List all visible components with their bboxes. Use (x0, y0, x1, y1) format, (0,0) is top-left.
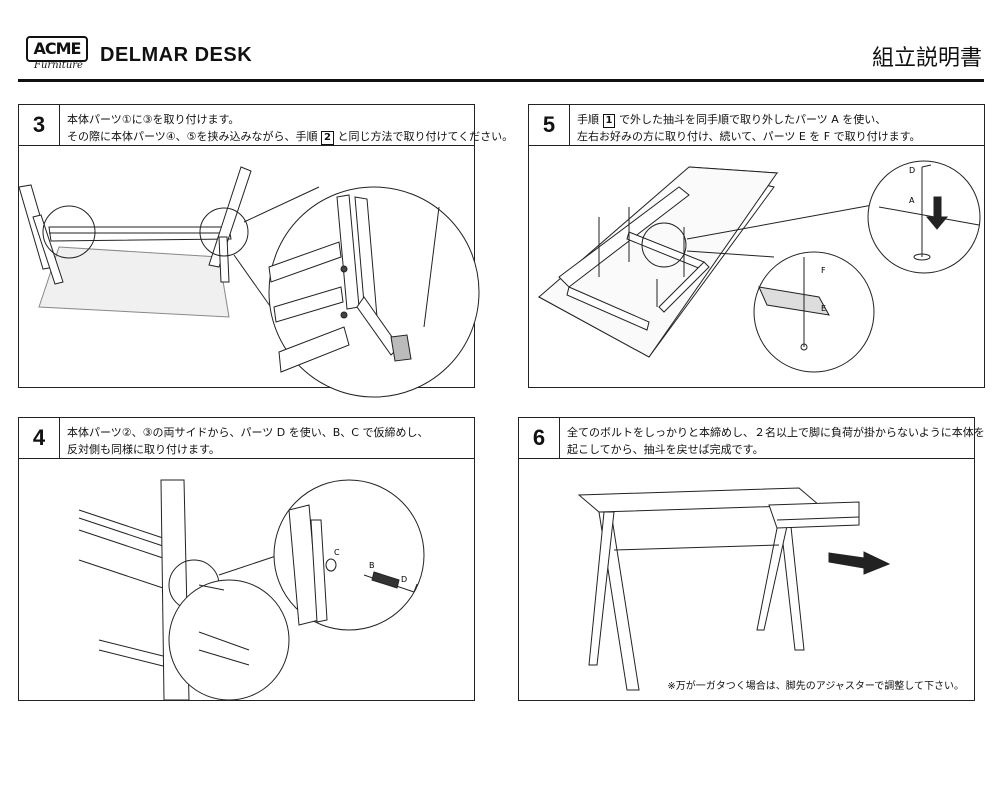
label-b: B (369, 561, 375, 570)
label-c: C (334, 548, 340, 557)
step-5-panel: 5 手順 1 で外した抽斗を同手順で取り外したパーツ A を使い、 左右お好みの… (528, 104, 985, 388)
step-5-number: 5 (529, 105, 570, 146)
step-4-number: 4 (19, 418, 60, 459)
step-6-illustration (519, 460, 974, 700)
label-a: A (909, 196, 915, 205)
step-ref-box: 1 (602, 114, 616, 128)
label-f: F (821, 266, 826, 275)
step-5-line2: 左右お好みの方に取り付け、続いて、パーツ E を F で取り付けます。 (577, 130, 921, 143)
adjuster-note: ※万が一ガタつく場合は、脚先のアジャスターで調整して下さい。 (667, 681, 964, 692)
step-3-line2: その際に本体パーツ④、⑤を挟み込みながら、手順 2 と同じ方法で取り付けてくださ… (67, 128, 513, 145)
step-6-line1: 全てのボルトをしっかりと本締めし、２名以上で脚に負荷が掛からないように本体を (567, 426, 985, 439)
step-5-text: 手順 1 で外した抽斗を同手順で取り外したパーツ A を使い、 左右お好みの方に… (577, 111, 921, 145)
step-4-panel: 4 本体パーツ②、③の両サイドから、パーツ D を使い、B、C で仮締めし、 反… (18, 417, 475, 701)
step-4-line2: 反対側も同様に取り付けます。 (67, 443, 220, 456)
label-d: D (401, 575, 407, 584)
step-6-number: 6 (519, 418, 560, 459)
step-3-text: 本体パーツ①に③を取り付けます。 その際に本体パーツ④、⑤を挟み込みながら、手順… (67, 111, 513, 145)
acme-logo: ACME Furniture (26, 36, 88, 76)
step-3-panel: 3 本体パーツ①に③を取り付けます。 その際に本体パーツ④、⑤を挟み込みながら、… (18, 104, 513, 388)
step-5-illustration: D A F E (529, 147, 984, 387)
step-ref-box: 2 (321, 131, 334, 145)
document-title: 組立説明書 (871, 46, 982, 71)
step-3-illustration (19, 147, 474, 387)
header-divider (18, 79, 984, 82)
step-4-line1: 本体パーツ②、③の両サイドから、パーツ D を使い、B、C で仮締めし、 (67, 426, 429, 439)
page-header: ACME Furniture DELMAR DESK 組立説明書 (0, 0, 1000, 84)
step-6-panel: 6 全てのボルトをしっかりと本締めし、２名以上で脚に負荷が掛からないように本体を… (518, 417, 985, 701)
step-3-number: 3 (19, 105, 60, 146)
step-5-line1-post: で外した抽斗を同手順で取り外したパーツ A を使い、 (618, 113, 887, 126)
step-5-line1-pre: 手順 (577, 113, 599, 126)
logo-subtext: Furniture (34, 60, 83, 71)
product-title: DELMAR DESK (100, 44, 253, 66)
label-e: E (821, 304, 826, 313)
step-5-rule (529, 145, 984, 146)
step-4-text: 本体パーツ②、③の両サイドから、パーツ D を使い、B、C で仮締めし、 反対側… (67, 424, 428, 458)
step-4-rule (19, 458, 474, 459)
step-3-line2-pre: その際に本体パーツ④、⑤を挟み込みながら、手順 (67, 130, 318, 143)
step-6-text: 全てのボルトをしっかりと本締めし、２名以上で脚に負荷が掛からないように本体を 起… (567, 424, 985, 458)
step-4-illustration: C B D (19, 460, 474, 700)
step-3-rule (19, 145, 474, 146)
label-d: D (909, 166, 915, 175)
step-6-rule (519, 458, 974, 459)
step-3-line2-post: と同じ方法で取り付けてください。 (337, 130, 514, 143)
step-5-line1: 手順 1 で外した抽斗を同手順で取り外したパーツ A を使い、 (577, 111, 921, 128)
step-6-line2: 起こしてから、抽斗を戻せば完成です。 (567, 443, 764, 456)
logo-wordmark: ACME (26, 36, 88, 62)
step-3-line1: 本体パーツ①に③を取り付けます。 (67, 113, 240, 126)
